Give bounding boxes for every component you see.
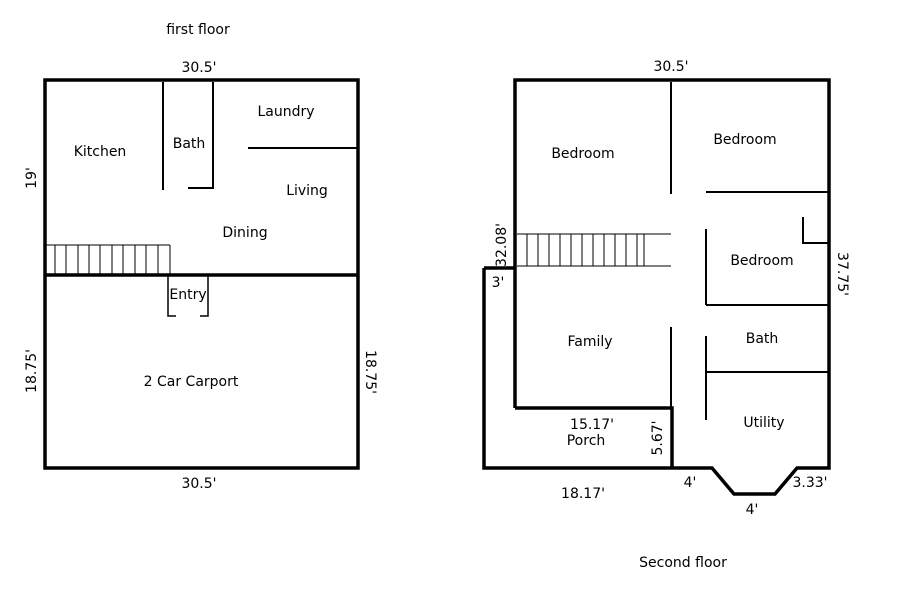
dim-bay-bottom: 4'	[746, 502, 759, 518]
dim-porch-width: 15.17'	[570, 417, 614, 433]
first-floor-title: first floor	[166, 22, 230, 38]
dim-stair-left: 32.08'	[494, 223, 510, 267]
first-floor-stairs	[45, 244, 171, 274]
room-utility: Utility	[743, 415, 784, 431]
first-floor-interior-walls	[162, 82, 357, 190]
room-kitchen: Kitchen	[74, 144, 127, 160]
dim-bay-right: 3.33'	[792, 475, 827, 491]
dim-first-right-lower: 18.75'	[362, 350, 378, 394]
second-floor-plan: Second floor	[482, 59, 850, 571]
room-bedroom-1: Bedroom	[551, 146, 614, 162]
room-carport: 2 Car Carport	[144, 374, 239, 390]
room-family: Family	[567, 334, 612, 350]
second-floor-stairs	[517, 233, 671, 267]
entry-vestibule	[167, 276, 209, 317]
first-floor-plan: first floor	[24, 22, 378, 492]
room-living: Living	[286, 183, 328, 199]
dim-first-bottom: 30.5'	[181, 476, 216, 492]
room-dining: Dining	[222, 225, 267, 241]
room-entry: Entry	[169, 287, 206, 303]
room-bedroom-3: Bedroom	[730, 253, 793, 269]
room-bath: Bath	[746, 331, 779, 347]
room-bedroom-2: Bedroom	[713, 132, 776, 148]
room-porch: Porch	[567, 433, 606, 449]
second-floor-outer-wall	[482, 78, 831, 496]
room-laundry: Laundry	[257, 104, 314, 120]
dim-porch-depth: 5.67'	[650, 420, 666, 455]
dim-first-top: 30.5'	[181, 60, 216, 76]
dim-first-left-upper: 19'	[24, 167, 40, 189]
dim-second-top: 30.5'	[653, 59, 688, 75]
second-floor-interior-walls	[670, 82, 828, 420]
dim-porch-side: 3'	[492, 275, 505, 291]
second-floor-title: Second floor	[639, 555, 727, 571]
dim-bay-left: 4'	[684, 475, 697, 491]
dim-second-bottom-left: 18.17'	[561, 486, 605, 502]
dim-second-right: 37.75'	[834, 252, 850, 296]
room-bath: Bath	[173, 136, 206, 152]
dim-first-left-lower: 18.75'	[24, 349, 40, 393]
